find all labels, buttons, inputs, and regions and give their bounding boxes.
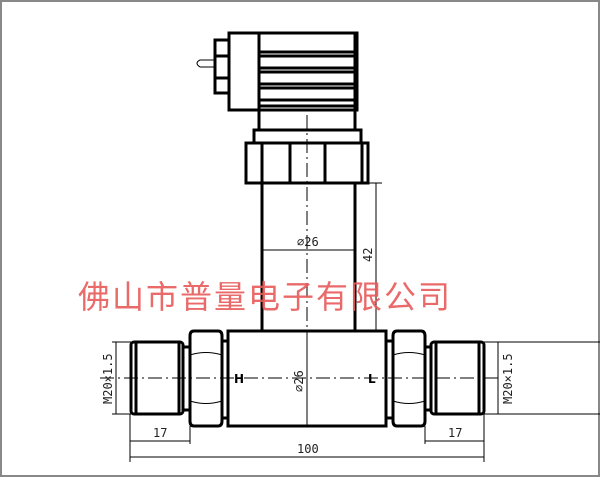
right-fitting — [384, 329, 486, 428]
fitting-left-label: 17 — [153, 426, 167, 440]
sensor-body: H L ⌀26 — [100, 329, 500, 428]
left-fitting — [129, 329, 230, 428]
stem — [260, 115, 357, 331]
thread-left-dimension: M20×1.5 — [101, 341, 131, 415]
thread-right-label: M20×1.5 — [501, 353, 515, 404]
connector-head — [196, 31, 363, 145]
stem-height-label: 42 — [361, 248, 375, 262]
company-watermark: 佛山市普量电子有限公司 — [78, 278, 453, 316]
high-pressure-port-label: H — [234, 372, 244, 386]
low-pressure-port-label: L — [368, 372, 376, 386]
stem-diameter-dimension: ⌀26 — [262, 235, 355, 251]
overall-length-label: 100 — [297, 442, 319, 456]
overall-length-dimension: 100 — [130, 442, 484, 458]
body-diameter-label: ⌀26 — [292, 370, 306, 392]
stem-diameter-label: ⌀26 — [297, 235, 319, 249]
fitting-right-label: 17 — [448, 426, 462, 440]
fitting-left-dimension: 17 — [129, 414, 191, 462]
thread-left-label: M20×1.5 — [101, 353, 115, 404]
thread-right-dimension: M20×1.5 — [484, 341, 600, 415]
stem-height-dimension: 42 — [361, 182, 382, 331]
fitting-right-dimension: 17 — [424, 414, 485, 462]
